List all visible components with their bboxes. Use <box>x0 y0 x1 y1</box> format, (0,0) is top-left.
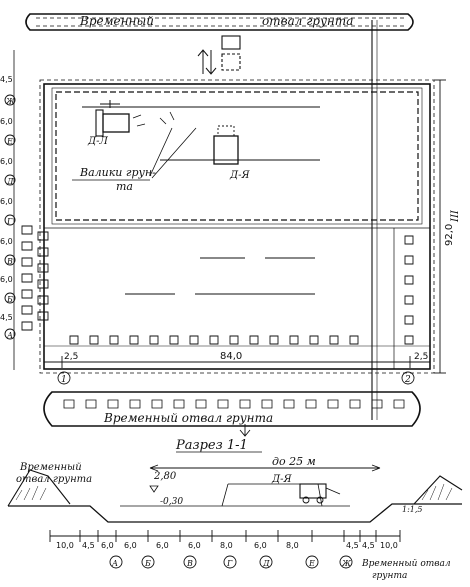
section-dim-3: 6,0 <box>124 541 137 550</box>
bulldozer-right: Д-Я <box>213 125 251 181</box>
grid-axis-2: 2 <box>404 375 411 385</box>
section-spoil-right-2: грунта <box>372 571 407 581</box>
dimension-left-margin: 2,5 <box>64 352 78 362</box>
section-axis-b: Б <box>141 555 155 569</box>
bottom-spoil-heap: Временный отвал грунта <box>43 391 421 437</box>
row-axis-g-dim: 6,0 <box>0 197 13 206</box>
section-level-low: -0,30 <box>160 497 183 507</box>
dump-truck-top <box>197 35 241 75</box>
row-axis-v: В 6,0 <box>0 237 16 266</box>
row-axis-b-dim: 6,0 <box>0 275 13 284</box>
section-axis-d: Д <box>259 555 273 569</box>
top-spoil-label-right: отвал грунта <box>262 14 353 28</box>
section-dim-2: 6,0 <box>101 541 114 550</box>
row-axis-g: Г 6,0 <box>0 197 16 226</box>
row-axis-v-letter: В <box>6 257 13 266</box>
section-distance: до 25 м <box>272 455 316 468</box>
section-title: Разрез 1-1 <box>175 438 248 453</box>
section-axis-g: Г <box>223 555 237 569</box>
section-dim-0: 10,0 <box>56 541 74 550</box>
row-axis-e: Е 6,0 <box>0 117 16 146</box>
dimension-total-length: 92,0 III <box>434 79 461 374</box>
row-axis-zh-letter: Ж <box>5 97 16 106</box>
grid-axis-1: 1 <box>61 375 67 385</box>
row-axis-e-dim: 6,0 <box>0 117 13 126</box>
section-dim-11: 10,0 <box>380 541 398 550</box>
section-axis-zh-letter: Ж <box>341 559 352 568</box>
section-dim-6: 8,0 <box>220 541 233 550</box>
row-axis-e-letter: Е <box>6 137 13 146</box>
pit-internal-lines <box>44 106 430 295</box>
section-dim-5: 6,0 <box>188 541 201 550</box>
section-slope: 1:1,5 <box>402 505 423 514</box>
section-spoil-left-1: Временный <box>19 462 82 473</box>
left-wall-hatching <box>21 225 49 331</box>
section-dim-ticks <box>49 530 401 542</box>
windrows-annotation: Валики грун- та <box>72 127 197 193</box>
stage-one-area <box>51 87 423 225</box>
row-axis-d: Д 6,0 <box>0 157 16 186</box>
section-machine-label: Д-Я <box>271 474 293 485</box>
row-axis-zh-dim: 4,5 <box>0 75 13 84</box>
section-spoil-right-1: Временный отвал <box>361 559 451 569</box>
row-axis-g-letter: Г <box>6 217 13 226</box>
section-axis-a-letter: А <box>111 559 118 568</box>
section-axis-v: В <box>183 555 197 569</box>
section-axis-a: А <box>109 555 123 569</box>
section-level-top: 2,80 <box>153 471 177 482</box>
row-axis-d-letter: Д <box>6 177 14 186</box>
section-axis-e: Е <box>305 555 319 569</box>
windrows-label-line2: та <box>116 180 133 193</box>
dimension-total-length-text: 92,0 <box>444 224 455 246</box>
section-axis-v-letter: В <box>186 559 193 568</box>
bulldozer-left-label: Д-Л <box>87 136 109 147</box>
section-dim-7: 6,0 <box>254 541 267 550</box>
row-axis-a: А 4,5 <box>0 313 16 340</box>
top-spoil-label-left: Временный <box>79 14 154 28</box>
section-dim-1: 4,5 <box>82 541 95 550</box>
section-1-1: Разрез 1-1 до 25 м Временный отвал грунт… <box>7 438 463 581</box>
section-excavator: Д-Я <box>271 474 341 504</box>
dimension-total-width-text: 84,0 <box>220 351 242 362</box>
pit-outline <box>39 79 435 374</box>
section-dim-10: 4,5 <box>362 541 375 550</box>
dimension-right-margin: 2,5 <box>414 352 428 362</box>
bottom-spoil-label: Временный отвал грунта <box>103 411 273 425</box>
right-wall-hatching <box>393 228 414 369</box>
row-axis-a-dim: 4,5 <box>0 313 13 322</box>
section-axis-zh: Ж <box>339 555 353 569</box>
row-axis-a-letter: А <box>6 331 13 340</box>
section-dim-9: 4,5 <box>346 541 359 550</box>
bottom-wall-hatching <box>44 335 430 347</box>
row-axis-b: Б 6,0 <box>0 275 16 304</box>
row-axis-zh: Ж 4,5 <box>0 75 16 106</box>
row-axis-v-dim: 6,0 <box>0 237 13 246</box>
side-mark-roman: III <box>450 209 461 223</box>
section-axis-g-letter: Г <box>226 559 233 568</box>
section-axis-b-letter: Б <box>144 559 151 568</box>
bulldozer-left: Д-Л <box>87 100 175 147</box>
dimension-total-width: 2,5 84,0 2,5 1 2 <box>43 351 431 385</box>
section-dim-8: 8,0 <box>286 541 299 550</box>
windrows-label-line1: Валики грун- <box>79 166 156 179</box>
plan-row-axes: Ж 4,5 Е 6,0 Д 6,0 Г 6,0 В 6,0 Б 6,0 <box>0 50 16 370</box>
row-axis-d-dim: 6,0 <box>0 157 13 166</box>
row-axis-b-letter: Б <box>6 295 13 304</box>
section-spoil-left-2: отвал грунта <box>16 474 92 485</box>
section-dim-4: 6,0 <box>156 541 169 550</box>
section-axis-e-letter: Е <box>308 559 315 568</box>
bulldozer-right-label: Д-Я <box>229 170 251 181</box>
section-axis-d-letter: Д <box>262 559 270 568</box>
top-spoil-heap: Временный отвал грунта <box>25 13 414 31</box>
